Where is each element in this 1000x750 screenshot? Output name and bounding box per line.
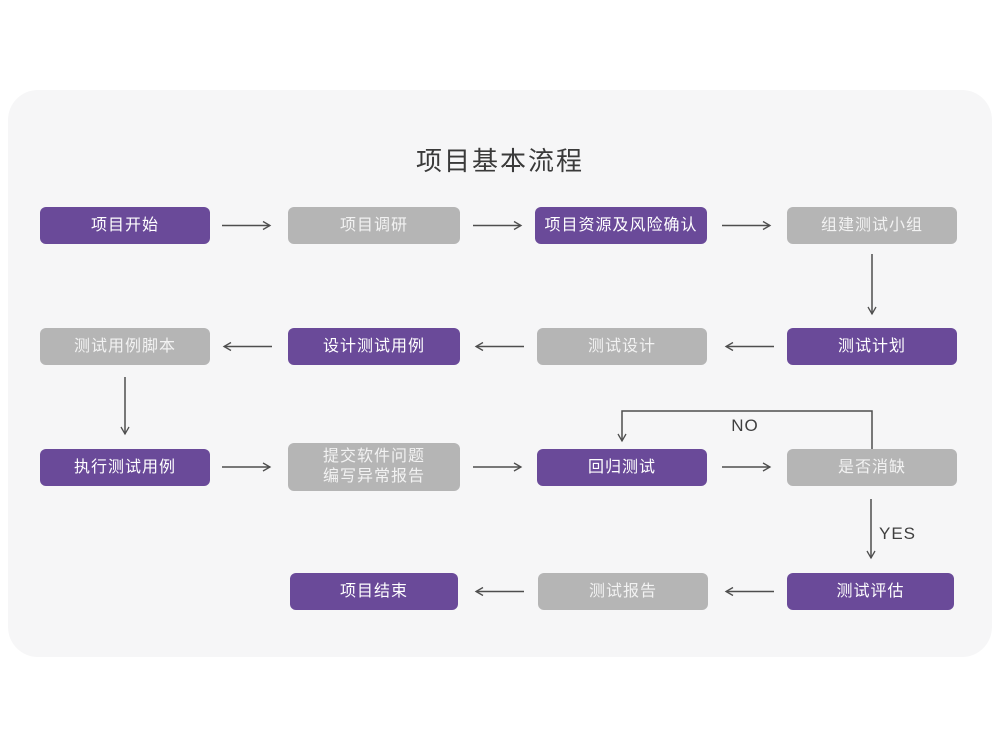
node-label: 测试计划 bbox=[837, 337, 906, 355]
flow-node-test-evaluation: 测试评估 bbox=[787, 573, 954, 610]
flow-node-build-test-team: 组建测试小组 bbox=[787, 207, 957, 244]
flow-node-submit-issue-report: 提交软件问题 编写异常报告 bbox=[288, 443, 460, 491]
flow-node-resources-risk: 项目资源及风险确认 bbox=[535, 207, 707, 244]
flow-node-defect-resolved: 是否消缺 bbox=[787, 449, 957, 486]
node-label: 项目资源及风险确认 bbox=[544, 216, 698, 234]
flow-node-test-design: 测试设计 bbox=[537, 328, 707, 365]
edge-label-no: NO bbox=[731, 416, 759, 435]
node-label: 是否消缺 bbox=[837, 458, 906, 476]
node-label: 组建测试小组 bbox=[820, 216, 923, 234]
flow-node-project-start: 项目开始 bbox=[40, 207, 210, 244]
flowchart-card bbox=[8, 90, 992, 657]
flow-node-project-research: 项目调研 bbox=[288, 207, 460, 244]
flow-node-execute-test-cases: 执行测试用例 bbox=[40, 449, 210, 486]
flow-node-test-case-script: 测试用例脚本 bbox=[40, 328, 210, 365]
edge-label-yes: YES bbox=[879, 524, 917, 543]
node-label: 项目开始 bbox=[90, 216, 159, 234]
node-label: 测试用例脚本 bbox=[73, 337, 176, 355]
flow-node-test-plan: 测试计划 bbox=[787, 328, 957, 365]
node-label: 提交软件问题 编写异常报告 bbox=[322, 448, 425, 485]
node-label: 设计测试用例 bbox=[322, 337, 425, 355]
node-label: 执行测试用例 bbox=[73, 458, 176, 476]
flow-node-design-test-cases: 设计测试用例 bbox=[288, 328, 460, 365]
node-label: 测试报告 bbox=[588, 582, 657, 600]
node-label: 项目结束 bbox=[339, 582, 408, 600]
node-label: 项目调研 bbox=[339, 216, 408, 234]
flow-node-regression-test: 回归测试 bbox=[537, 449, 707, 486]
node-label: 测试评估 bbox=[836, 582, 905, 600]
node-label: 测试设计 bbox=[587, 337, 656, 355]
node-label: 回归测试 bbox=[587, 458, 656, 476]
flow-node-project-end: 项目结束 bbox=[290, 573, 458, 610]
flow-node-test-report: 测试报告 bbox=[538, 573, 708, 610]
page-title: 项目基本流程 bbox=[415, 146, 584, 176]
